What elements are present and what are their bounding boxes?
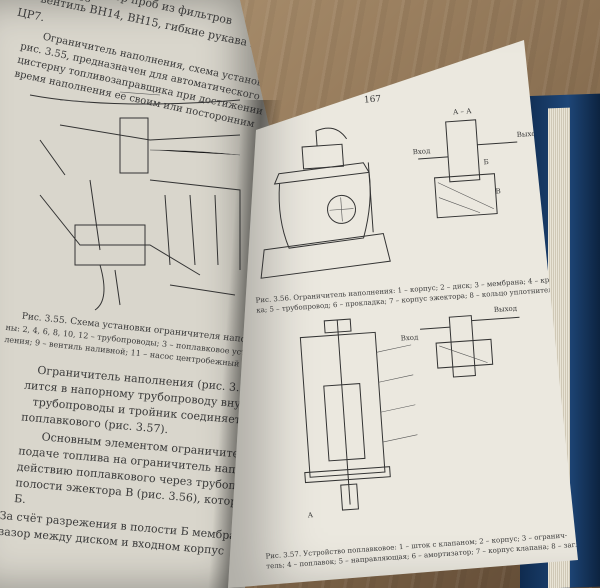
left-page: 166 Отбор проб из фильтров вентиль ВН14,…	[0, 0, 270, 588]
right-page-number: 167	[364, 94, 382, 105]
left-page-content: 166 Отбор проб из фильтров вентиль ВН14,…	[0, 0, 270, 558]
right-page-content: 167 А –	[255, 94, 578, 570]
label-vyhod-2: Выход	[494, 304, 518, 314]
label-vyhod-1: Выход	[516, 129, 540, 139]
section-label-aa: А – А	[453, 107, 473, 116]
label-v: В	[495, 187, 501, 195]
figure-3-57-valve: Вход Выход	[400, 304, 520, 378]
figure-3-56-left	[260, 127, 391, 279]
left-body-bottom-9: Б.	[14, 492, 27, 506]
figure-3-55-diagram	[29, 91, 241, 311]
left-page-number: 166	[71, 0, 92, 5]
label-a-float: А	[308, 511, 315, 519]
right-page: 167 А –	[228, 40, 578, 588]
figure-3-57-float-device: А	[299, 318, 418, 520]
left-heading-line-3: ЦР7.	[16, 6, 46, 24]
figure-3-56-right: А – А Б В Вход Выход	[412, 107, 541, 219]
label-vhod-2: Вход	[400, 333, 419, 342]
label-b: Б	[483, 158, 489, 166]
label-vhod-1: Вход	[412, 147, 431, 156]
